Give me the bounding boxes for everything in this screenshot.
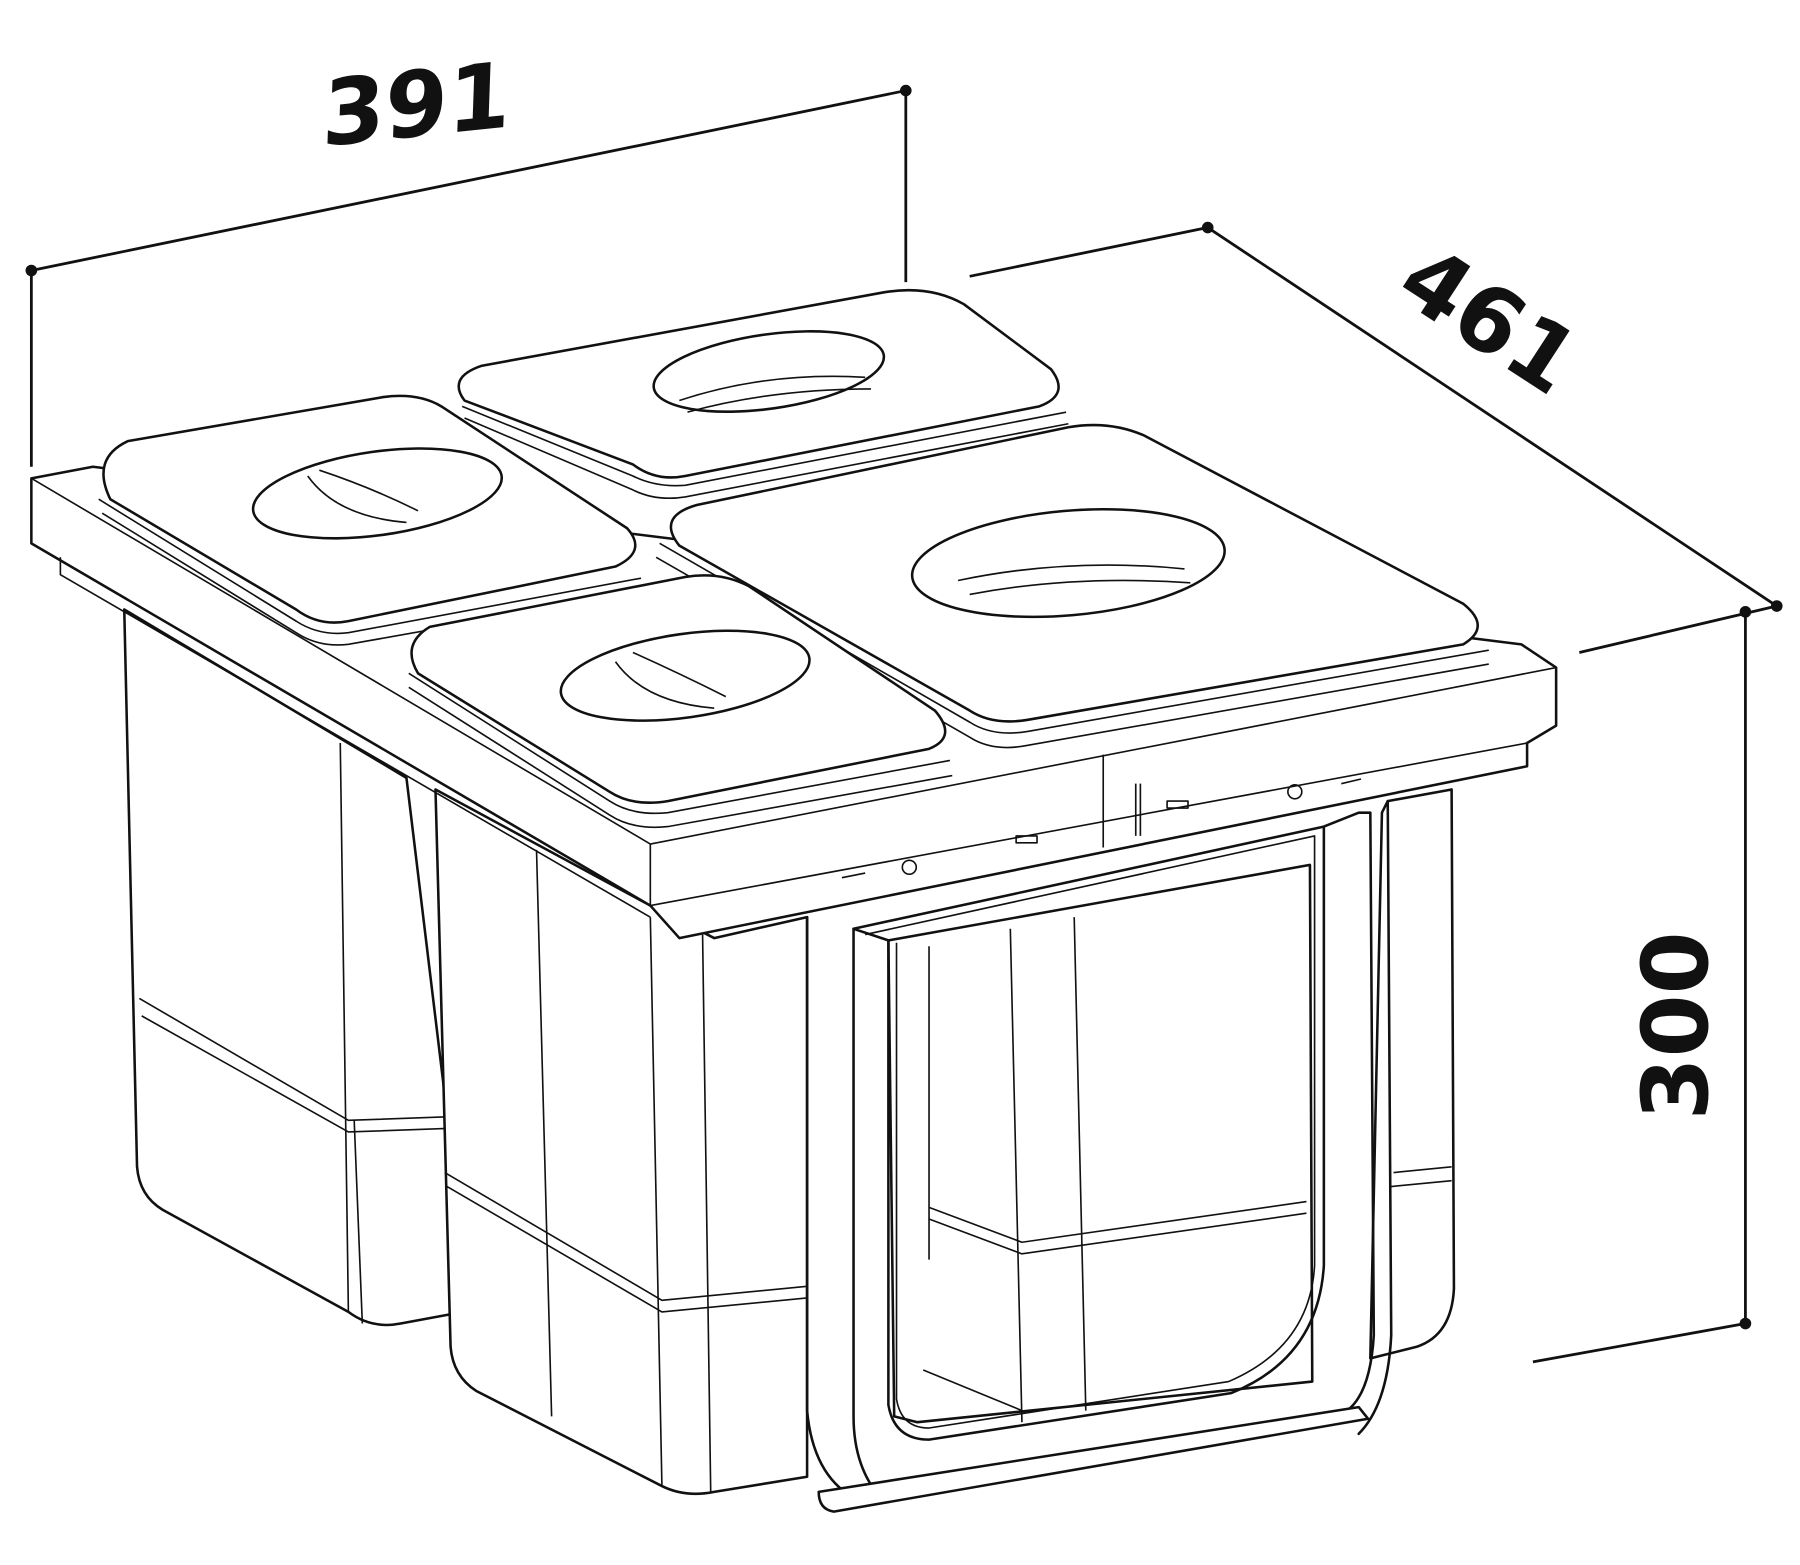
lid-opening [559, 629, 811, 722]
dimension-endpoint [1770, 600, 1783, 612]
dimension-endpoint [1739, 1317, 1752, 1330]
height-label: 300 [1624, 931, 1729, 1120]
handle-base-plate [817, 1405, 1370, 1513]
width-label: 391 [321, 43, 513, 168]
depth-label: 461 [1381, 225, 1597, 416]
bin-right-body [887, 788, 1456, 1424]
depth-extension-line [969, 226, 1209, 278]
pull-handle [805, 799, 1393, 1513]
width-dimension-line [31, 89, 907, 272]
height-extension-line-bottom [1532, 1322, 1746, 1364]
dimension-endpoint [1739, 606, 1752, 618]
frame-screw-hole [1287, 784, 1303, 800]
lid-front-left [408, 574, 953, 829]
lid-right-large [655, 423, 1489, 749]
frame-slot [1166, 800, 1189, 809]
dimension-endpoint [1201, 221, 1214, 234]
bin-front-left-body [434, 788, 809, 1496]
lid-opening [652, 330, 886, 413]
frame-slot [1015, 835, 1038, 844]
bin-back-left-body [122, 608, 452, 1327]
lid-opening [251, 447, 504, 540]
frame-screw-hole [901, 859, 918, 876]
dimension-endpoint [900, 84, 912, 97]
depth-dimension-line [1206, 226, 1778, 608]
lid-back-left [98, 394, 643, 646]
dimension-width: 391 [25, 43, 912, 467]
dimension-height: 300 [1532, 606, 1752, 1364]
lid-opening [910, 507, 1226, 619]
lid-back-right [457, 288, 1069, 500]
dimension-endpoint [25, 264, 38, 277]
